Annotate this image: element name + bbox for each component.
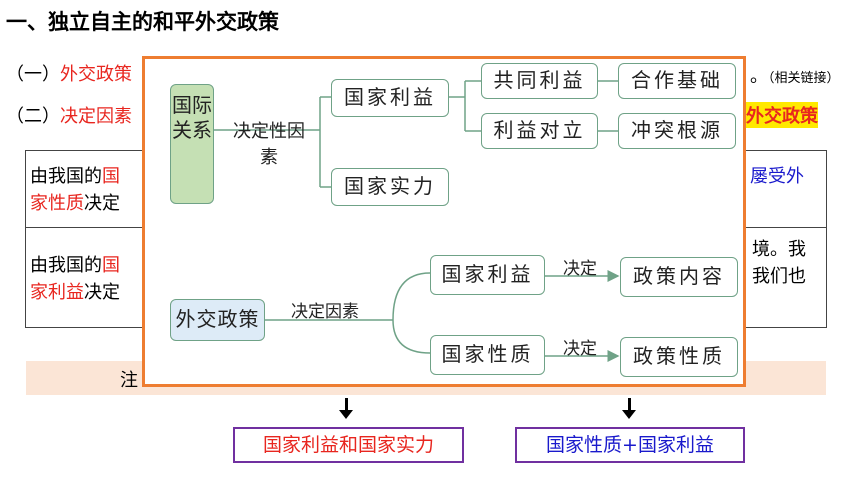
intl-relations-box: 国际关系 [170, 84, 214, 204]
row2-text-red2: 家利益 [30, 282, 84, 303]
national-interest-box: 国家利益 [331, 79, 449, 117]
down-arrow-right-icon [622, 410, 636, 419]
decides-label-1: 决定 [563, 259, 597, 279]
national-power-box: 国家实力 [331, 168, 449, 206]
point-one-red: 外交政策 [60, 64, 132, 85]
fp-national-interest-box: 国家利益 [430, 255, 545, 295]
point-two: （二）决定因素 [6, 102, 132, 128]
row1-text-red: 国 [102, 166, 120, 187]
point-one: （一）外交政策 [6, 60, 132, 86]
down-arrow-right-shaft [628, 398, 631, 412]
cooperation-basis-box: 合作基础 [618, 63, 736, 99]
decides-label-2: 决定 [563, 339, 597, 359]
row1-text-red2: 家性质 [30, 193, 84, 214]
row1-text-c: 决定 [84, 193, 120, 214]
row1-right-text: 屡受外 [750, 166, 804, 187]
concept-map-popup[interactable]: 国际关系 决定性因素 国家利益 国家实力 共同利益 利益对立 合作基础 冲突根源… [142, 56, 746, 387]
point-two-prefix: （二） [6, 106, 60, 127]
common-interest-box: 共同利益 [481, 63, 598, 99]
output-right-box: 国家性质+国家利益 [515, 427, 745, 463]
output-left-box: 国家利益和国家实力 [233, 427, 464, 463]
point-one-tail: 。 [750, 66, 768, 87]
row2-text-b2: 我们也 [752, 266, 806, 287]
row2-text-b: 境。我 [752, 239, 806, 260]
fp-national-nature-box: 国家性质 [430, 335, 545, 375]
connector-fp-curve-up [392, 272, 431, 321]
point-two-red: 决定因素 [60, 106, 132, 127]
row1-text-a: 由我国的 [30, 166, 102, 187]
point-one-tail-group: 。（相关链接） [750, 62, 840, 88]
down-arrow-left-icon [339, 410, 353, 419]
down-arrow-left-shaft [345, 398, 348, 412]
opposed-interest-box: 利益对立 [481, 113, 598, 149]
decisive-factors-label: 决定因素 [291, 302, 359, 322]
section-heading: 一、独立自主的和平外交政策 [6, 10, 279, 34]
point-one-prefix: （一） [6, 64, 60, 85]
concept-map-connectors [213, 80, 620, 362]
row1-left-text: 由我国的国 家性质决定 [30, 163, 120, 217]
foreign-policy-box: 外交政策 [170, 299, 265, 341]
row2-text-red: 国 [102, 255, 120, 276]
connector-fp-curve-down [392, 319, 431, 354]
conflict-root-box: 冲突根源 [618, 113, 736, 149]
row2-left-text: 由我国的国 家利益决定 [30, 252, 120, 306]
decisive-factor-label: 决定性因素 [233, 121, 305, 168]
policy-nature-box: 政策性质 [620, 337, 738, 377]
point-two-highlight: 外交政策 [746, 102, 818, 128]
related-link-note[interactable]: （相关链接） [768, 71, 840, 86]
row2-text-c: 决定 [84, 282, 120, 303]
row2-right-text: 境。我 我们也 [752, 236, 806, 290]
row2-text-a: 由我国的 [30, 255, 102, 276]
note-label: 注 [120, 370, 138, 391]
policy-content-box: 政策内容 [620, 257, 738, 297]
